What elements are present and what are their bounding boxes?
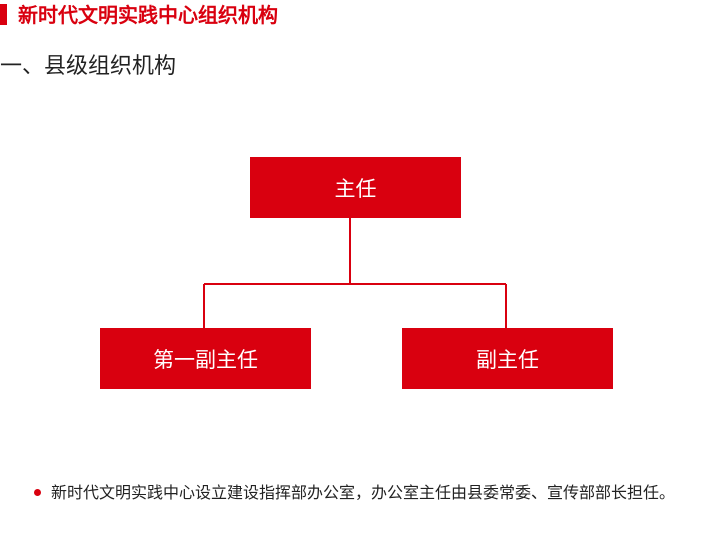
note-text: 新时代文明实践中心设立建设指挥部办公室，办公室主任由县委常委、宣传部部长担任。 bbox=[51, 483, 676, 502]
org-node-label: 第一副主任 bbox=[153, 347, 258, 372]
org-node-label: 副主任 bbox=[476, 347, 539, 372]
bullet-dot-icon bbox=[34, 489, 41, 496]
org-node-label: 主任 bbox=[334, 176, 377, 201]
note-paragraph: 新时代文明实践中心设立建设指挥部办公室，办公室主任由县委常委、宣传部部长担任。 bbox=[28, 480, 690, 506]
page-title: 新时代文明实践中心组织机构 bbox=[18, 3, 278, 27]
org-node-director: 主任 bbox=[250, 157, 461, 218]
header-accent-bar bbox=[0, 4, 7, 25]
org-node-deputy-director: 副主任 bbox=[402, 328, 613, 389]
section-title: 一、县级组织机构 bbox=[0, 54, 177, 79]
org-node-first-deputy-director: 第一副主任 bbox=[100, 328, 311, 389]
